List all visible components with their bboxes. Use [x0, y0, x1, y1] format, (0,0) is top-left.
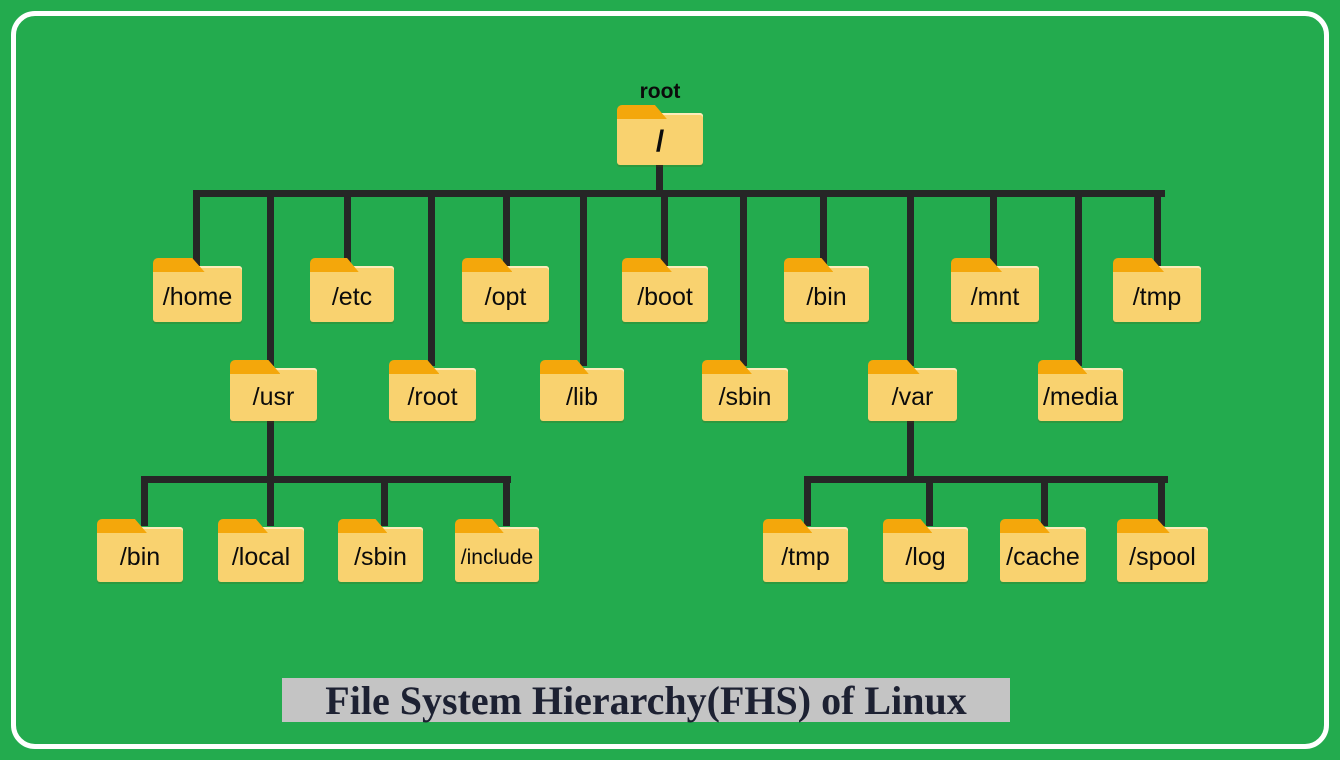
folder-tab-icon	[455, 519, 504, 533]
root-caption: root	[639, 80, 681, 103]
folder-tab-icon	[617, 105, 667, 119]
connector-bin	[820, 190, 827, 266]
folder-tab-icon	[540, 360, 589, 374]
folder-bin: /bin	[784, 258, 869, 322]
bus-usr-children	[141, 476, 511, 483]
folder-tab-icon	[763, 519, 813, 533]
connector-var-cache	[1041, 483, 1048, 526]
connector-var	[907, 190, 914, 366]
connector-usr-bin	[141, 483, 148, 526]
folder-usr-label: /usr	[252, 383, 295, 411]
folder-var-label: /var	[891, 383, 934, 411]
folder-var-cache-label: /cache	[1006, 543, 1080, 571]
folder-home: /home	[153, 258, 242, 322]
connector-usr-sbin	[381, 483, 388, 526]
folder-bin-label: /bin	[806, 282, 847, 311]
connector-home	[193, 190, 200, 266]
stem-usr	[267, 420, 274, 480]
connector-lib	[580, 190, 587, 366]
folder-tmp-label: /tmp	[1132, 282, 1182, 311]
rounded-border-frame	[11, 11, 1329, 749]
folder-tab-icon	[868, 360, 920, 374]
connector-var-log	[926, 483, 933, 526]
folder-root-label: /	[655, 125, 665, 158]
folder-var-cache: /cache	[1000, 519, 1086, 582]
folder-var-log: /log	[883, 519, 968, 582]
folder-tab-icon	[622, 258, 672, 272]
folder-root-dir-label: /root	[407, 383, 458, 411]
stem-var	[907, 420, 914, 480]
folder-tab-icon	[97, 519, 147, 533]
folder-boot-label: /boot	[637, 282, 693, 311]
connector-usr	[267, 190, 274, 366]
folder-mnt-label: /mnt	[970, 282, 1020, 311]
folder-home-label: /home	[162, 282, 233, 311]
folder-tab-icon	[1000, 519, 1050, 533]
folder-var-log-label: /log	[905, 543, 946, 571]
connector-media	[1075, 190, 1082, 366]
connector-var-tmp	[804, 483, 811, 526]
folder-usr-include: /include	[455, 519, 539, 582]
bus-var-children	[804, 476, 1168, 483]
folder-usr-bin-label: /bin	[119, 543, 161, 571]
connector-mnt	[990, 190, 997, 266]
folder-root-dir: /root	[389, 360, 476, 421]
folder-tab-icon	[310, 258, 359, 272]
folder-tab-icon	[389, 360, 440, 374]
folder-tab-icon	[951, 258, 1003, 272]
folder-var: /var	[868, 360, 957, 421]
folder-opt-label: /opt	[484, 282, 527, 311]
folder-lib-label: /lib	[566, 383, 598, 411]
folder-usr: /usr	[230, 360, 317, 421]
folder-var-tmp: /tmp	[763, 519, 848, 582]
folder-sbin: /sbin	[702, 360, 788, 421]
folder-media: /media	[1038, 360, 1123, 421]
connector-root-dir	[428, 190, 435, 366]
connector-opt	[503, 190, 510, 266]
page-title: File System Hierarchy(FHS) of Linux	[325, 677, 967, 723]
folder-tab-icon	[1113, 258, 1165, 272]
connector-root	[656, 163, 663, 195]
folder-tab-icon	[338, 519, 388, 533]
connector-var-spool	[1158, 483, 1165, 526]
connector-etc	[344, 190, 351, 266]
connector-boot	[661, 190, 668, 266]
folder-var-spool-label: /spool	[1129, 543, 1196, 571]
title-bar: File System Hierarchy(FHS) of Linux	[282, 677, 1010, 723]
folder-tab-icon	[883, 519, 933, 533]
folder-var-spool: /spool	[1117, 519, 1208, 582]
folder-sbin-label: /sbin	[718, 383, 772, 411]
folder-lib: /lib	[540, 360, 624, 421]
folder-etc: /etc	[310, 258, 394, 322]
connector-usr-local	[267, 483, 274, 526]
folder-tab-icon	[218, 519, 268, 533]
folder-opt: /opt	[462, 258, 549, 322]
folder-usr-sbin-label: /sbin	[354, 543, 407, 571]
folder-boot: /boot	[622, 258, 708, 322]
folder-tab-icon	[153, 258, 205, 272]
folder-root: /	[617, 105, 703, 165]
bus-level1	[193, 190, 1165, 197]
folder-tmp: /tmp	[1113, 258, 1201, 322]
connector-tmp	[1154, 190, 1161, 266]
folder-usr-sbin: /sbin	[338, 519, 423, 582]
folder-tab-icon	[784, 258, 834, 272]
folder-usr-local-label: /local	[231, 543, 291, 571]
connector-sbin	[740, 190, 747, 366]
folder-tab-icon	[462, 258, 513, 272]
folder-tab-icon	[230, 360, 281, 374]
folder-etc-label: /etc	[331, 282, 373, 311]
folder-usr-include-label: /include	[460, 546, 534, 569]
folder-mnt: /mnt	[951, 258, 1039, 322]
folder-var-tmp-label: /tmp	[781, 543, 830, 571]
connector-usr-include	[503, 483, 510, 526]
folder-media-label: /media	[1042, 383, 1119, 411]
folder-tab-icon	[1117, 519, 1170, 533]
folder-tab-icon	[702, 360, 752, 374]
folder-tab-icon	[1038, 360, 1088, 374]
folder-usr-local: /local	[218, 519, 304, 582]
folder-usr-bin: /bin	[97, 519, 183, 582]
